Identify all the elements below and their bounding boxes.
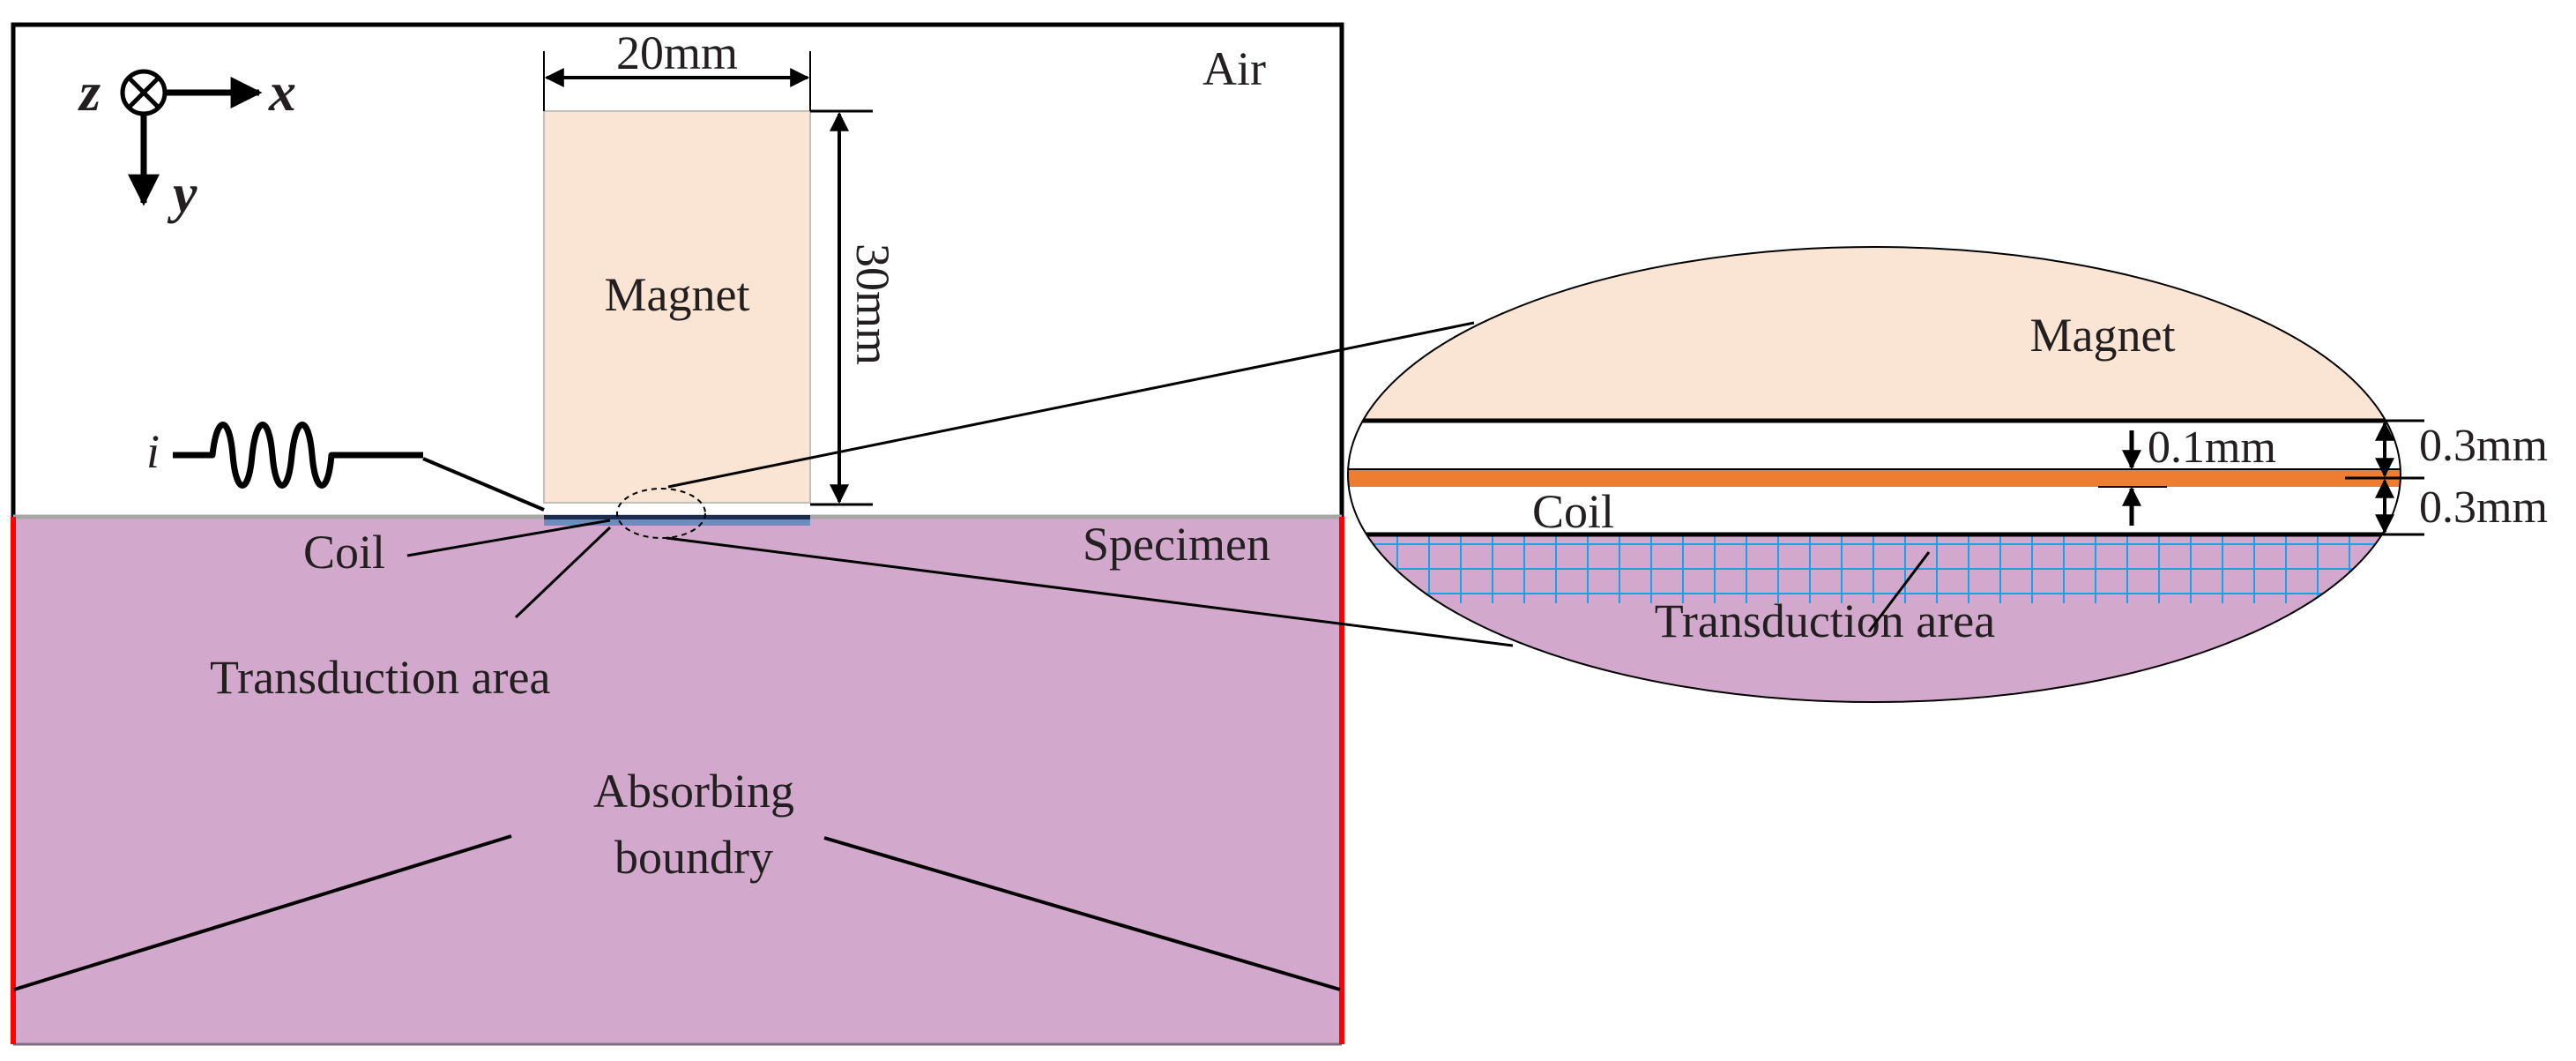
- absorbing-leader-right: [823, 836, 1341, 991]
- coil-leader: [406, 519, 611, 557]
- magnet-width-label: 20mm: [616, 26, 738, 79]
- z-cross-icon: [127, 76, 160, 109]
- specimen-domain: [13, 517, 1342, 1044]
- magnet: [543, 110, 811, 504]
- current-waveform-icon: [173, 422, 423, 489]
- zoom-magnet-region: [1348, 247, 2401, 421]
- absorbing-boundary-label-line2: boundry: [614, 831, 773, 884]
- magnet-label: Magnet: [605, 268, 750, 321]
- zoom-air-gap-upper: [1348, 421, 2401, 469]
- zoom-magnet-label: Magnet: [2030, 309, 2176, 362]
- current-label: i: [146, 425, 160, 478]
- zoom-connector-bottom: [666, 536, 1514, 647]
- zoom-transduction-mesh: [1348, 534, 2401, 603]
- current-lead-wire: [422, 457, 545, 512]
- gap-bottom-label: 0.3mm: [2419, 482, 2548, 533]
- zoom-coil-bar: [1348, 469, 2401, 487]
- coil-strip: [544, 515, 810, 519]
- transduction-area-label: Transduction area: [210, 651, 550, 704]
- zoom-coil-label: Coil: [1532, 485, 1614, 538]
- gap-top-label: 0.3mm: [2419, 421, 2548, 471]
- zoom-source-ellipse: [616, 488, 706, 539]
- zoom-ellipse-outline: [1347, 246, 2401, 703]
- magnet-height-label: 30mm: [846, 243, 899, 365]
- zoom-transduction-label: Transduction area: [1655, 594, 1995, 647]
- coil-thickness-label: 0.1mm: [2148, 422, 2276, 473]
- zoom-air-gap-lower: [1348, 487, 2401, 534]
- specimen-label: Specimen: [1083, 518, 1270, 571]
- absorbing-leader-left: [13, 834, 512, 991]
- transduction-leader: [514, 526, 612, 619]
- axis-x-label: x: [268, 63, 296, 123]
- transduction-strip: [544, 519, 810, 526]
- absorbing-boundary-label-line1: Absorbing: [593, 765, 794, 818]
- zoom-transduction-leader: [1867, 551, 1931, 632]
- axis-z-label: z: [78, 63, 101, 123]
- air-label: Air: [1202, 42, 1266, 95]
- zoom-connector-top: [667, 321, 1475, 489]
- coil-label: Coil: [303, 526, 385, 579]
